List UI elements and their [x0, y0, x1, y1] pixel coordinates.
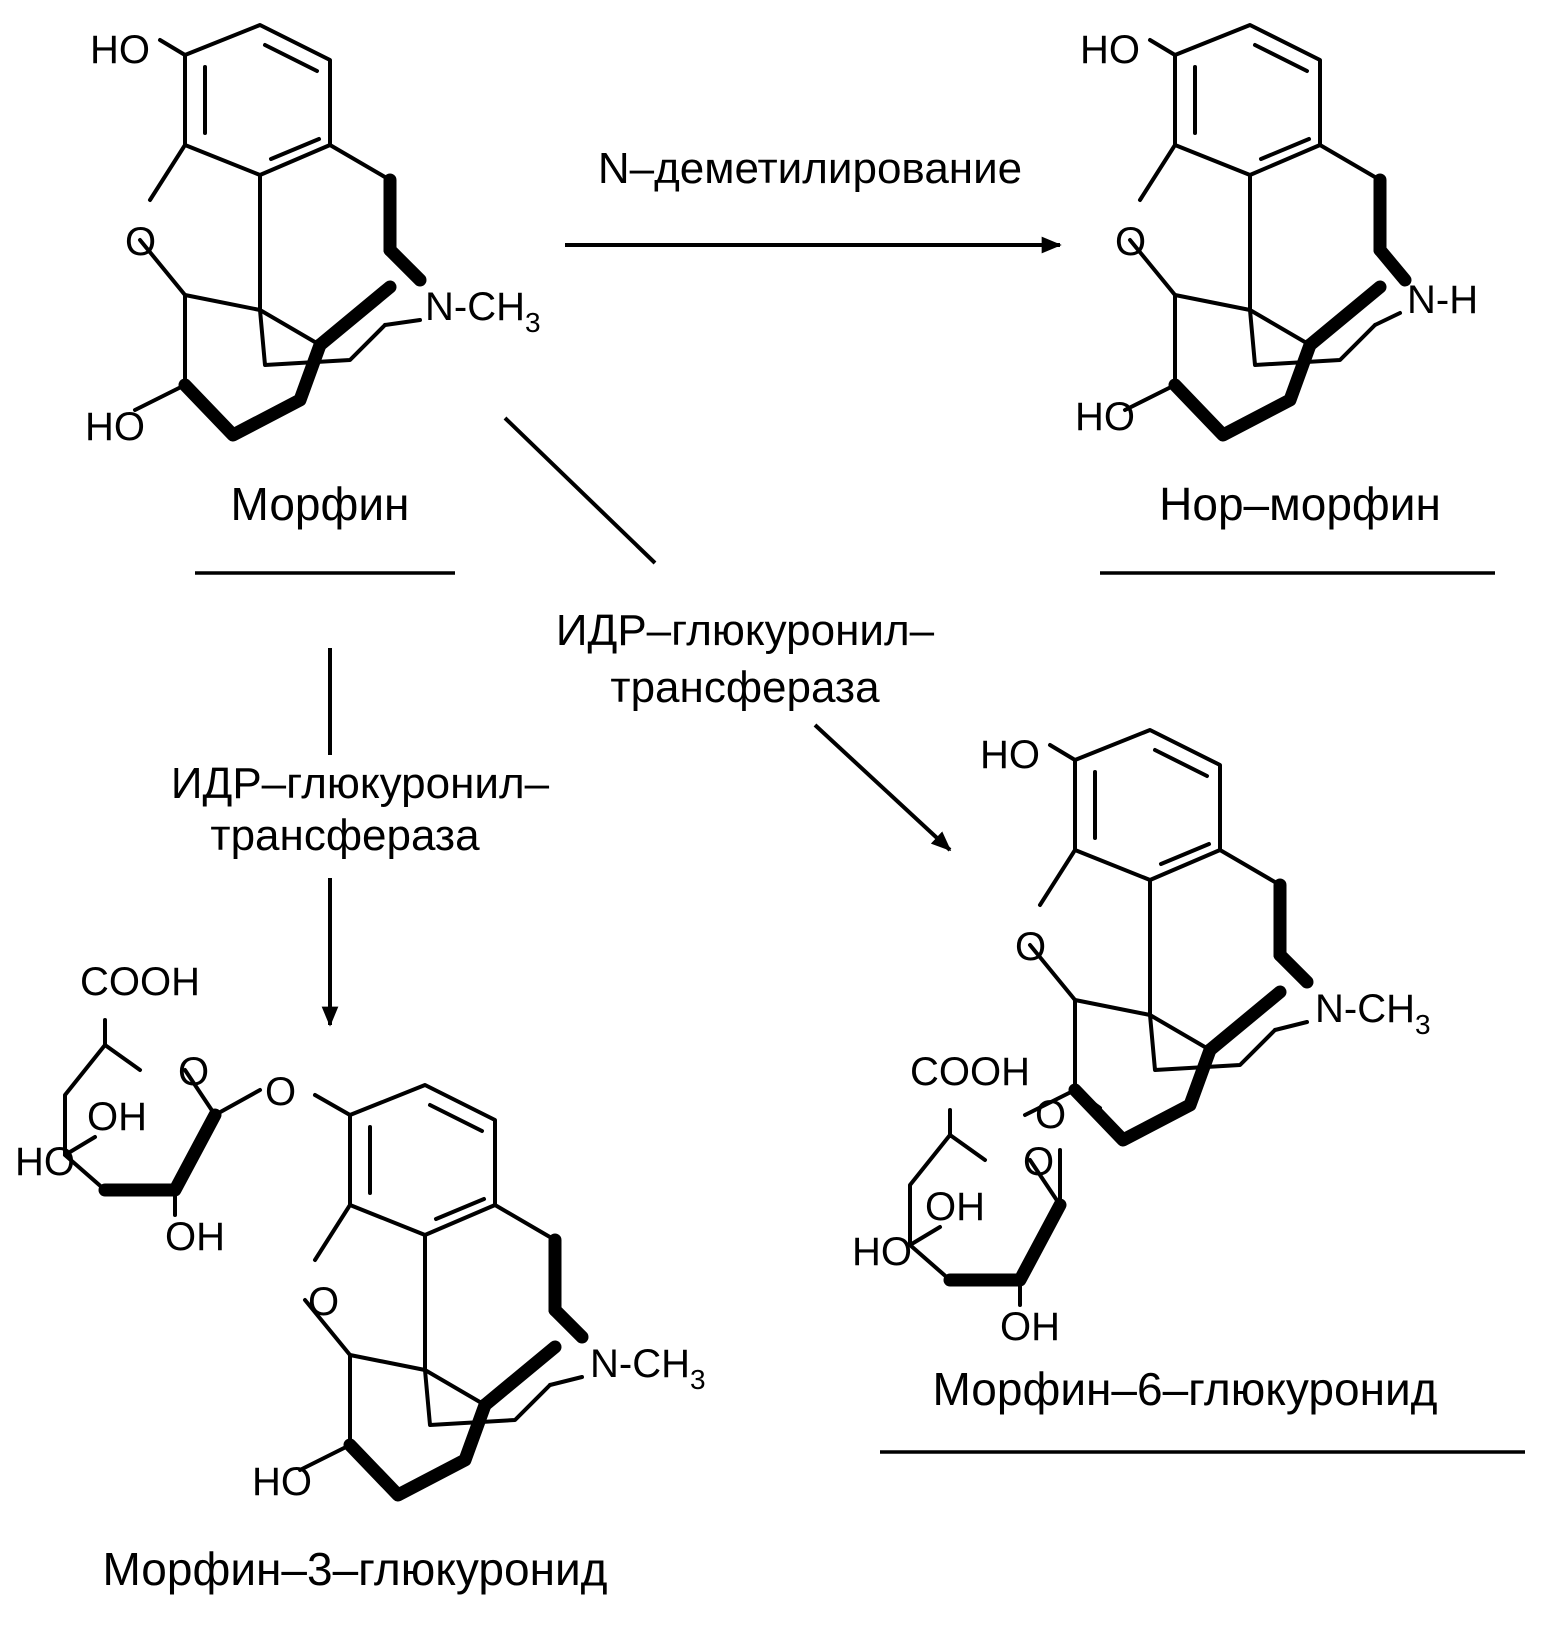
m3g-ether-o-label: O	[308, 1280, 339, 1324]
normorphine-alcohol-oh-label: HO	[1075, 395, 1135, 439]
m6g-phenol-oh-label: HO	[980, 733, 1040, 777]
glucuronidation-6-arrow-stem	[503, 416, 657, 565]
morphine-n-methyl-label: N-CH3	[425, 285, 541, 338]
glucuronidation-6-label-line2: трансфераза	[610, 663, 880, 712]
m3g-structure: O HO N-CH3 O COOH OH HO OH O	[15, 960, 706, 1504]
glucuronidation-6-label-line1: ИДР–глюкуронил–	[556, 606, 935, 655]
morphine-phenol-oh-label: HO	[90, 28, 150, 72]
normorphine-phenol-oh-label: HO	[1080, 28, 1140, 72]
demethylation-label: N–деметилирование	[598, 144, 1022, 193]
m3g-link-o-label: O	[265, 1070, 296, 1114]
m6g-cooh-label: COOH	[910, 1050, 1030, 1094]
m3g-name: Морфин–3–глюкуронид	[102, 1543, 607, 1595]
m6g-oh4-label: HO	[852, 1230, 912, 1274]
morphine-structure: HO O HO N-CH3	[85, 25, 541, 449]
m3g-oh2-label: OH	[87, 1095, 147, 1139]
m3g-oh3-label: OH	[165, 1215, 225, 1259]
normorphine-structure: HO O HO N-H	[1075, 25, 1478, 439]
m6g-ether-o-label: O	[1015, 925, 1046, 969]
morphine-alcohol-oh-label: HO	[85, 405, 145, 449]
m6g-ring-o-label: O	[1023, 1140, 1054, 1184]
normorphine-name: Нор–морфин	[1159, 478, 1441, 530]
glucuronidation-3-label-line1: ИДР–глюкуронил–	[171, 759, 550, 808]
m6g-oh2-label: OH	[925, 1185, 985, 1229]
m6g-oh3-label: OH	[1000, 1305, 1060, 1349]
m3g-ring-o-label: O	[178, 1050, 209, 1094]
m6g-name: Морфин–6–глюкуронид	[932, 1363, 1437, 1415]
m6g-structure: HO O N-CH3 O COOH OH HO OH O	[852, 730, 1431, 1349]
m3g-oh4-label: HO	[15, 1140, 75, 1184]
morphine-ether-o-label: O	[125, 220, 156, 264]
glucuronidation-6-arrow	[813, 723, 952, 852]
m6g-link-o-label: O	[1035, 1093, 1066, 1137]
m3g-cooh-label: COOH	[80, 960, 200, 1004]
glucuronidation-3-label-line2: трансфераза	[210, 811, 480, 860]
m3g-n-methyl-label: N-CH3	[590, 1342, 706, 1395]
normorphine-ether-o-label: O	[1115, 220, 1146, 264]
m3g-alcohol-oh-label: HO	[252, 1460, 312, 1504]
normorphine-nh-label: N-H	[1407, 278, 1478, 322]
m6g-n-methyl-label: N-CH3	[1315, 987, 1431, 1040]
morphine-name: Морфин	[231, 478, 410, 530]
